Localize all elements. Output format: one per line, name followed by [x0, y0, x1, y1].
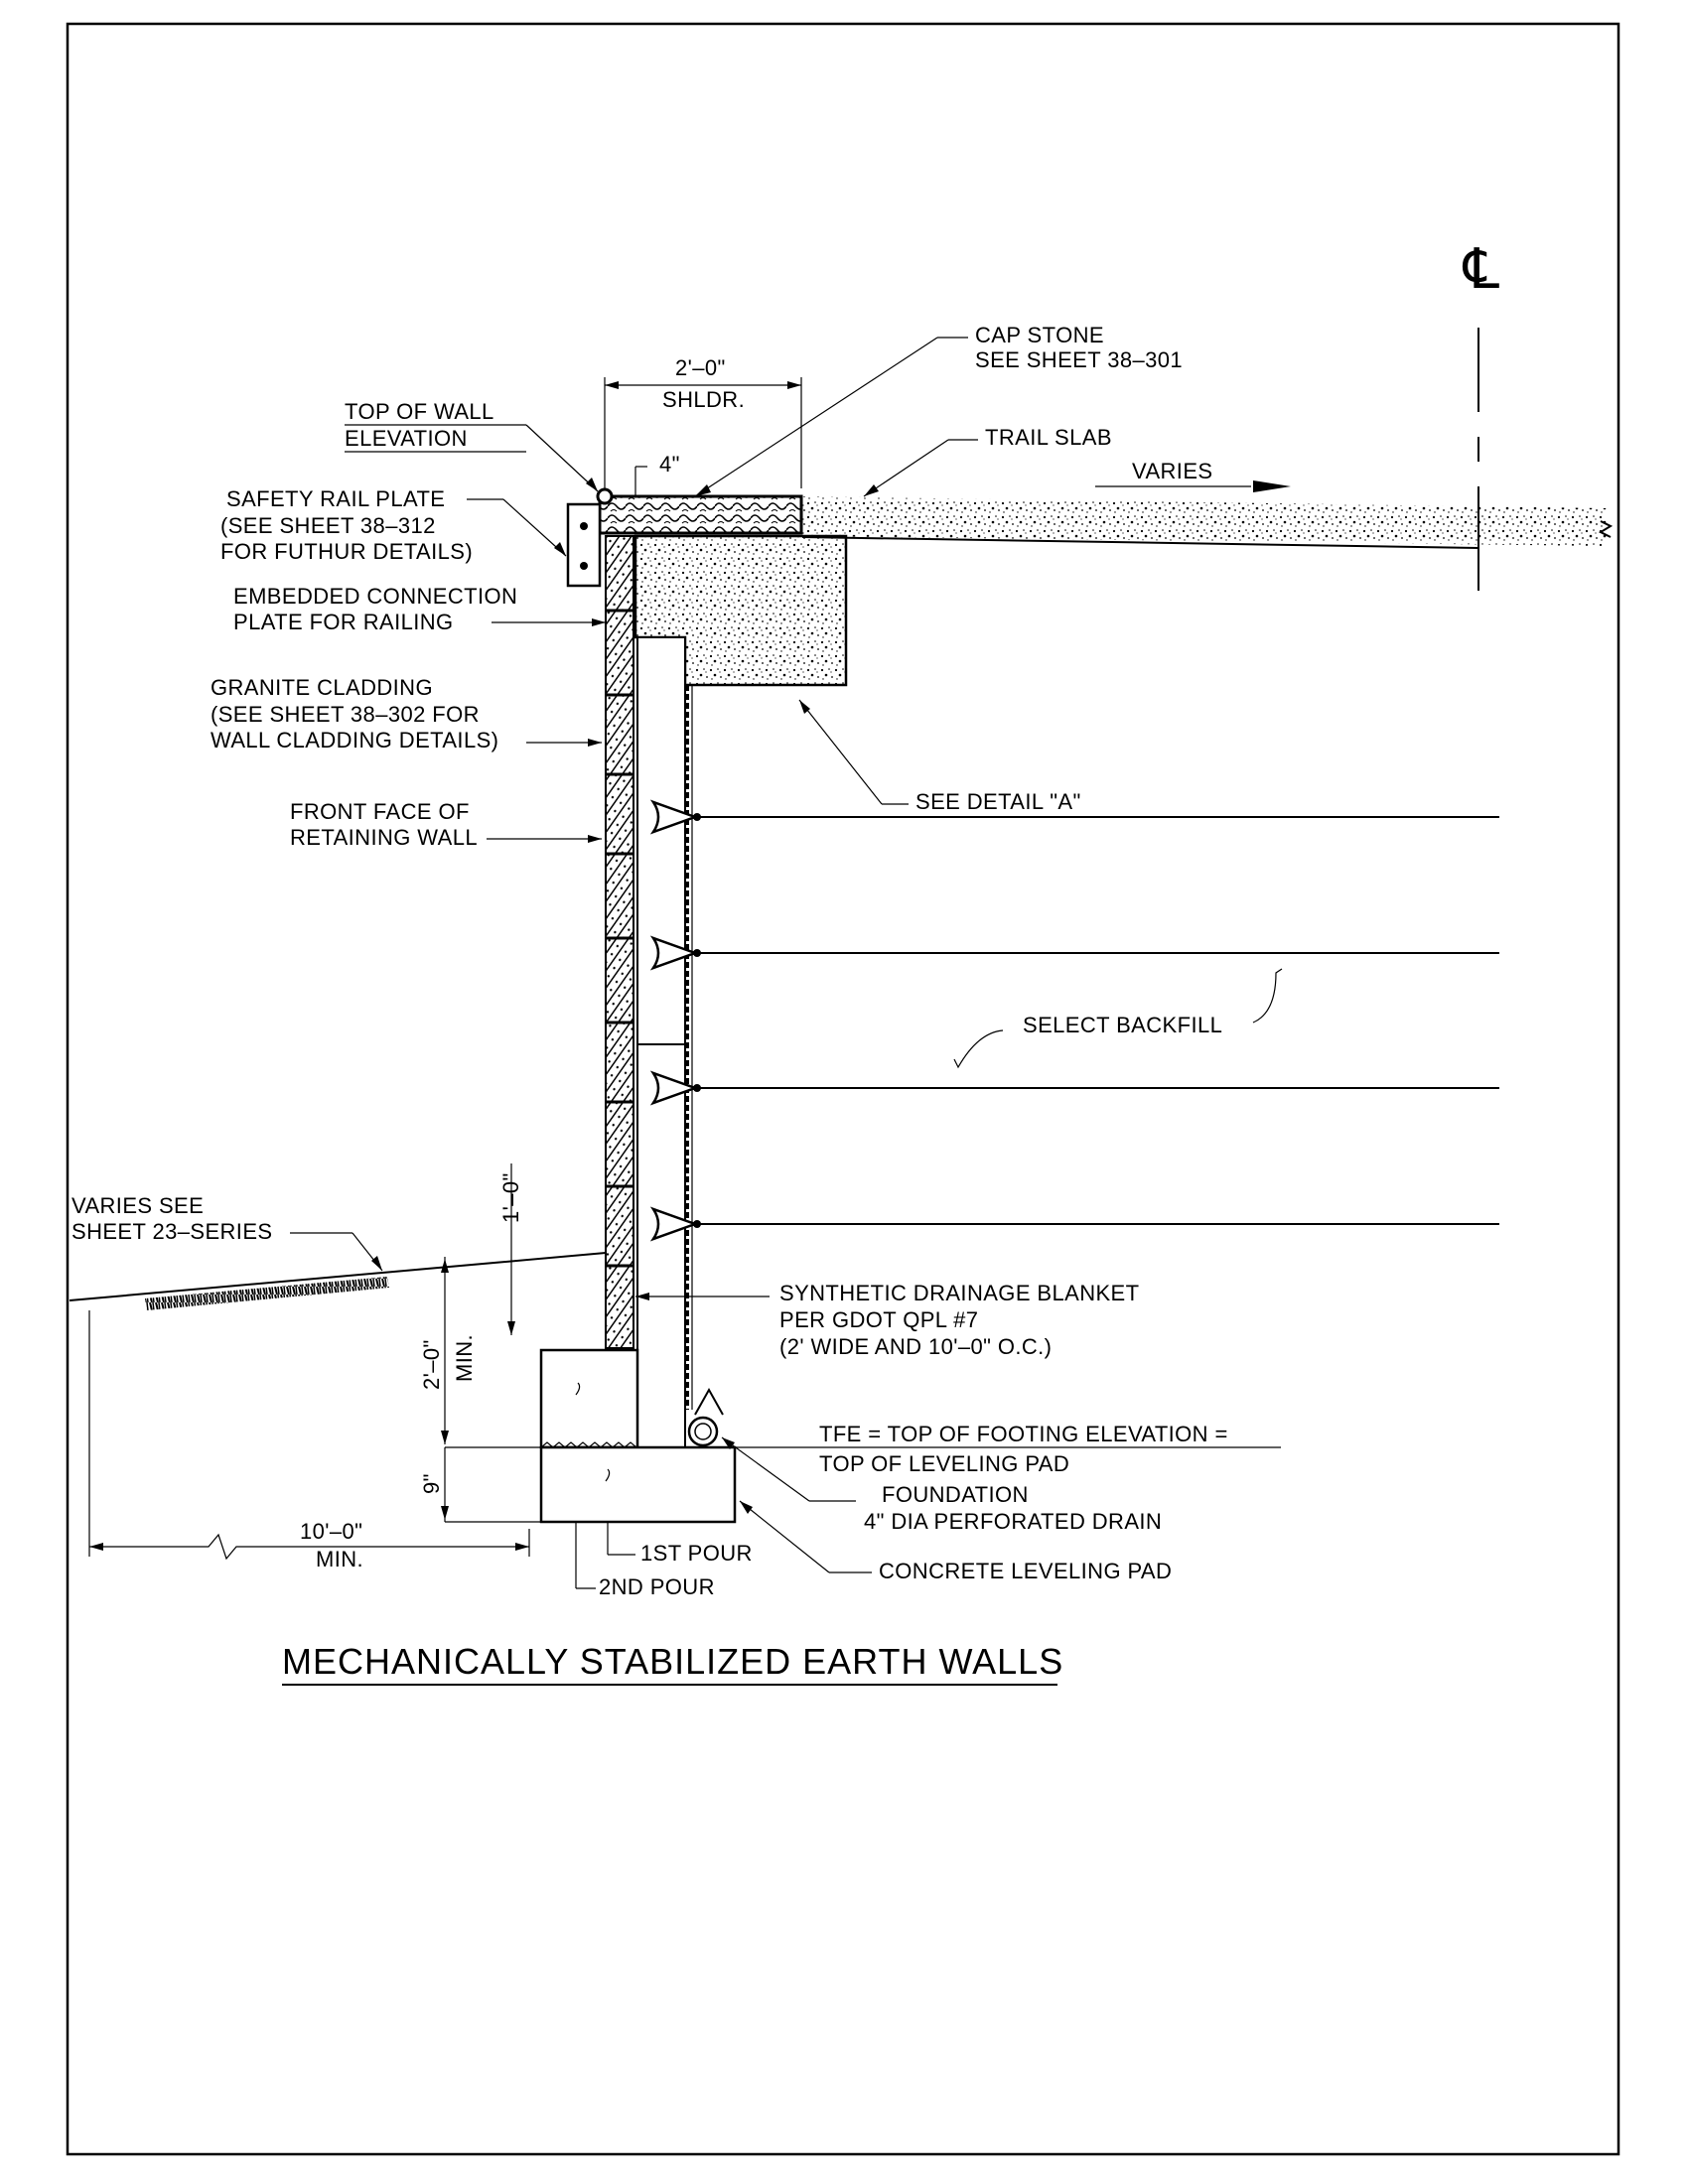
dim-nine-inch: 9": [419, 1447, 541, 1523]
drawing-title: MECHANICALLY STABILIZED EARTH WALLS: [282, 1641, 1063, 1686]
svg-text:TRAIL SLAB: TRAIL SLAB: [985, 425, 1112, 450]
svg-text:RETAINING WALL: RETAINING WALL: [290, 825, 478, 850]
svg-text:ELEVATION: ELEVATION: [345, 426, 468, 451]
svg-text:SELECT BACKFILL: SELECT BACKFILL: [1023, 1013, 1222, 1037]
svg-text:CAP STONE: CAP STONE: [975, 323, 1104, 347]
svg-text:1ST POUR: 1ST POUR: [640, 1541, 753, 1566]
svg-text:SAFETY RAIL PLATE: SAFETY RAIL PLATE: [226, 486, 445, 511]
callout-see-detail: SEE DETAIL "A": [798, 699, 1081, 814]
svg-text:VARIES: VARIES: [1132, 459, 1212, 483]
dim-two-foot-value: 2'–0": [419, 1339, 444, 1390]
callout-cap-stone: CAP STONE SEE SHEET 38–301: [694, 323, 1183, 497]
dim-min-label: MIN.: [452, 1334, 477, 1382]
svg-text:CONCRETE LEVELING PAD: CONCRETE LEVELING PAD: [879, 1559, 1172, 1583]
dim-shoulder-label: SHLDR.: [662, 387, 745, 412]
centerline-symbol: ℄: [1462, 237, 1499, 302]
dim-shoulder-value: 2'–0": [675, 355, 726, 380]
foundation-2nd-pour: [539, 1348, 639, 1449]
callout-pours: 1ST POUR 2ND POUR: [575, 1522, 753, 1599]
svg-text:(SEE SHEET 38–312: (SEE SHEET 38–312: [220, 513, 436, 538]
centerline: ℄: [1462, 237, 1499, 591]
svg-text:TOP OF LEVELING PAD: TOP OF LEVELING PAD: [819, 1451, 1069, 1476]
strip-connectors: [649, 799, 701, 1242]
callout-tfe: TFE = TOP OF FOOTING ELEVATION = TOP OF …: [735, 1422, 1281, 1476]
dim-one-foot-value: 1'–0": [498, 1172, 523, 1223]
svg-text:SYNTHETIC DRAINAGE BLANKET: SYNTHETIC DRAINAGE BLANKET: [779, 1281, 1139, 1305]
safety-rail-plate: [566, 502, 602, 588]
callout-front-face: FRONT FACE OF RETAINING WALL: [290, 799, 602, 850]
dim-two-foot: 2'–0": [419, 1257, 541, 1448]
svg-text:PLATE FOR RAILING: PLATE FOR RAILING: [233, 610, 454, 634]
top-of-wall-marker: [596, 487, 614, 505]
dim-four-inch: 4": [634, 452, 680, 496]
dim-ten-foot-value: 10'–0": [300, 1519, 362, 1544]
callout-safety-rail: SAFETY RAIL PLATE (SEE SHEET 38–312 FOR …: [220, 486, 567, 564]
dim-ten-foot: 10'–0" MIN.: [88, 1310, 530, 1571]
svg-text:SHEET 23–SERIES: SHEET 23–SERIES: [71, 1219, 272, 1244]
soil-reinforcement: [695, 816, 1499, 1225]
svg-text:SEE SHEET 38–301: SEE SHEET 38–301: [975, 347, 1183, 372]
svg-text:WALL CLADDING DETAILS): WALL CLADDING DETAILS): [211, 728, 498, 752]
svg-text:FRONT FACE OF: FRONT FACE OF: [290, 799, 470, 824]
svg-text:4" DIA PERFORATED DRAIN: 4" DIA PERFORATED DRAIN: [864, 1509, 1162, 1534]
dim-ten-foot-min: MIN.: [316, 1547, 363, 1571]
perforated-drain: [687, 1416, 719, 1447]
cladding-joints: [606, 609, 633, 1268]
callout-varies-top: VARIES: [1095, 459, 1291, 492]
svg-text:SEE DETAIL "A": SEE DETAIL "A": [915, 789, 1081, 814]
svg-text:TOP OF WALL: TOP OF WALL: [345, 399, 494, 424]
svg-text:VARIES SEE: VARIES SEE: [71, 1193, 204, 1218]
granite-cladding: [605, 535, 634, 1349]
callout-granite-cladding: GRANITE CLADDING (SEE SHEET 38–302 FOR W…: [211, 675, 602, 752]
callout-foundation: FOUNDATION 4" DIA PERFORATED DRAIN: [721, 1436, 1162, 1534]
ground-hatch: [145, 1277, 389, 1310]
svg-text:FOUNDATION: FOUNDATION: [882, 1482, 1029, 1507]
leveling-pad: [539, 1445, 737, 1524]
svg-text:(SEE SHEET 38–302 FOR: (SEE SHEET 38–302 FOR: [211, 702, 480, 727]
dim-nine-inch-value: 9": [419, 1473, 444, 1494]
callout-select-backfill: SELECT BACKFILL: [953, 968, 1283, 1069]
svg-text:EMBEDDED CONNECTION: EMBEDDED CONNECTION: [233, 584, 517, 609]
dim-shoulder: 2'–0" SHLDR.: [604, 355, 802, 488]
svg-text:GRANITE CLADDING: GRANITE CLADDING: [211, 675, 433, 700]
callout-top-of-wall: TOP OF WALL ELEVATION: [345, 399, 599, 492]
trail-slab: [802, 496, 1607, 546]
callout-embedded-plate: EMBEDDED CONNECTION PLATE FOR RAILING: [233, 584, 606, 634]
ground-slope: [69, 1252, 607, 1301]
drawing-title-text: MECHANICALLY STABILIZED EARTH WALLS: [282, 1641, 1063, 1682]
callout-varies-see: VARIES SEE SHEET 23–SERIES: [71, 1193, 383, 1272]
dim-four-inch-value: 4": [659, 452, 680, 477]
callout-trail-slab: TRAIL SLAB: [863, 425, 1112, 497]
dim-one-foot: 1'–0" MIN.: [452, 1163, 523, 1382]
sheet-border: [66, 22, 1620, 2156]
cap-stone: [598, 494, 803, 535]
svg-text:2ND POUR: 2ND POUR: [599, 1574, 715, 1599]
svg-text:(2' WIDE AND 10'–0" O.C.): (2' WIDE AND 10'–0" O.C.): [779, 1334, 1052, 1359]
svg-text:PER GDOT QPL #7: PER GDOT QPL #7: [779, 1307, 978, 1332]
callout-leveling-pad: CONCRETE LEVELING PAD: [739, 1500, 1172, 1583]
svg-text:FOR FUTHUR DETAILS): FOR FUTHUR DETAILS): [220, 539, 473, 564]
wall-panel: [636, 636, 686, 1448]
callout-drainage-blanket: SYNTHETIC DRAINAGE BLANKET PER GDOT QPL …: [635, 1281, 1139, 1359]
svg-text:TFE = TOP OF FOOTING ELEVATION: TFE = TOP OF FOOTING ELEVATION =: [819, 1422, 1228, 1446]
